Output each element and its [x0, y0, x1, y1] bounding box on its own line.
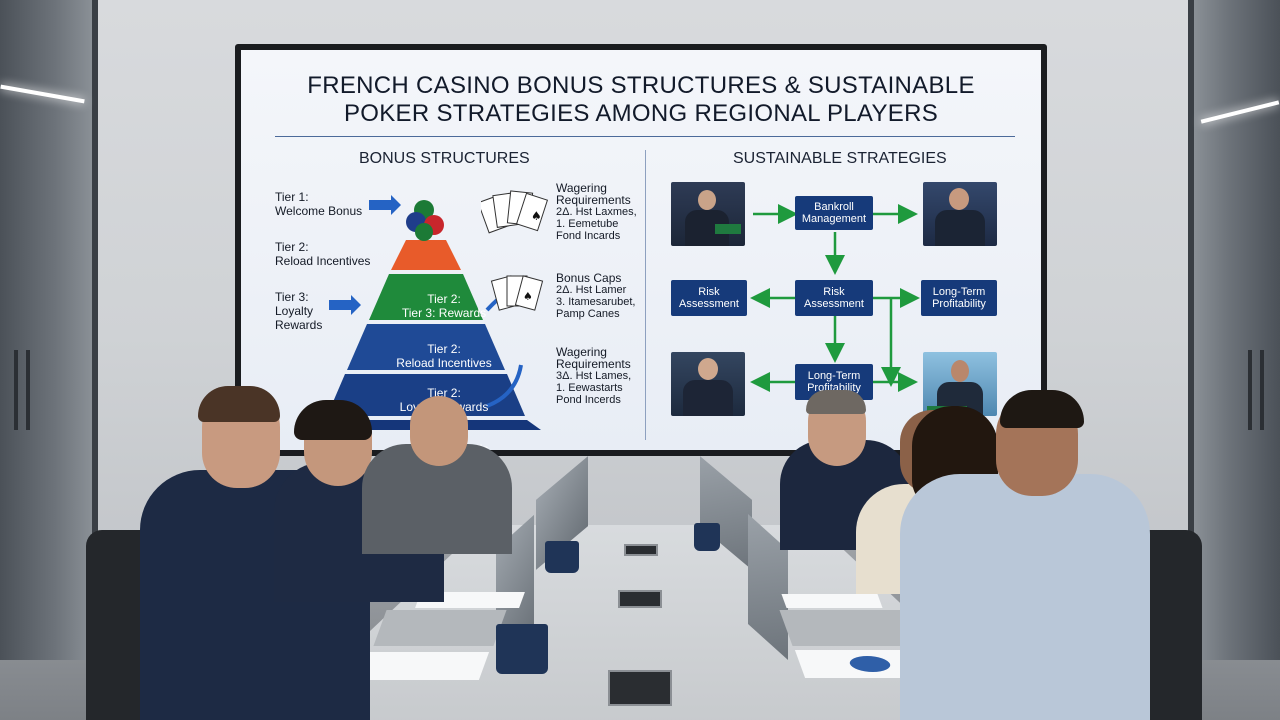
side-note-bonus-caps: Bonus Caps 2Δ. Hst Lamer 3. Itamesarubet… — [556, 271, 636, 320]
slide-title: FRENCH CASINO BONUS STRUCTURES & SUSTAIN… — [241, 72, 1041, 128]
tier-label-2: Tier 2: Reload Incentives — [275, 240, 371, 268]
chip-green-2-icon — [415, 223, 433, 241]
table-outlet-2 — [618, 590, 662, 608]
person-2-hair — [294, 400, 372, 440]
tier-label-3: Tier 3: Loyalty Rewards — [275, 290, 323, 332]
pyramid-label-2: Tier 2: Reload Incentives — [396, 342, 492, 370]
strategy-flowchart-arrows — [750, 204, 920, 392]
glass-wall-right — [1188, 0, 1280, 660]
photo-player-1 — [671, 182, 745, 246]
laptop-base-2 — [373, 610, 507, 646]
sustainable-strategies-heading: SUSTAINABLE STRATEGIES — [733, 150, 947, 167]
person-4-hair — [806, 390, 866, 414]
curved-arrow-2-icon — [486, 364, 523, 408]
person-6-hair — [1000, 390, 1084, 428]
wall-display: FRENCH CASINO BONUS STRUCTURES & SUSTAIN… — [235, 44, 1047, 456]
table-outlet-3 — [608, 670, 672, 706]
side-note-wagering-1: Wagering Requirements 2Δ. Hst Laxmes, 1.… — [556, 181, 637, 242]
arrow-tier1-icon — [369, 195, 401, 215]
slide-title-line-1: FRENCH CASINO BONUS STRUCTURES & SUSTAIN… — [307, 72, 975, 99]
ceiling-light-right — [1200, 100, 1280, 124]
pyramid-level-1 — [369, 274, 483, 320]
column-divider — [645, 150, 646, 440]
document-right-2 — [781, 594, 883, 608]
door-handle-right-2 — [1260, 350, 1264, 430]
svg-text:♠: ♠ — [531, 209, 542, 223]
coffee-mug-3 — [496, 624, 548, 674]
door-handle-right — [1248, 350, 1252, 430]
presentation-slide: FRENCH CASINO BONUS STRUCTURES & SUSTAIN… — [241, 50, 1041, 450]
glass-wall-left — [0, 0, 98, 660]
playing-cards-icon: ♠ ♠ — [481, 190, 549, 311]
pyramid-top — [391, 240, 461, 270]
door-handle-left — [14, 350, 18, 430]
person-6-body — [900, 474, 1150, 720]
coffee-mug-2 — [694, 523, 720, 551]
person-1-hair — [198, 386, 280, 422]
pyramid-level-2 — [347, 324, 505, 370]
tier-label-1: Tier 1: Welcome Bonus — [275, 190, 363, 218]
photo-player-2 — [923, 182, 997, 246]
slide-title-line-2: POKER STRATEGIES AMONG REGIONAL PLAYERS — [343, 100, 939, 127]
pyramid-level-3 — [327, 374, 525, 416]
photo-player-3 — [671, 352, 745, 416]
ceiling-light-left — [0, 84, 85, 104]
arrow-tier3-icon — [329, 295, 361, 315]
side-note-wagering-2: Wagering Requirements 3Δ. Hst Lames, 1. … — [556, 345, 632, 406]
person-3-head — [410, 396, 468, 466]
bonus-structures-heading: BONUS STRUCTURES — [359, 150, 530, 167]
svg-text:♠: ♠ — [523, 290, 533, 303]
title-divider — [275, 136, 1015, 137]
table-outlet-1 — [624, 544, 658, 556]
pyramid-label-1: Tier 2: Tier 3: Rewards — [401, 292, 487, 320]
coffee-mug-1 — [545, 541, 579, 573]
door-handle-left-2 — [26, 350, 30, 430]
